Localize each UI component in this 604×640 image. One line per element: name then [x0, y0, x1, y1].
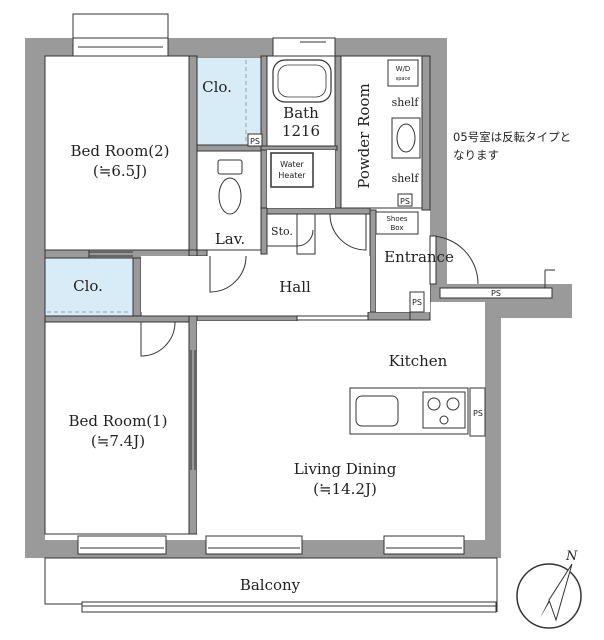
- closet-left-label: Clo.: [73, 277, 103, 295]
- bed-room-1-area: (≒7.4J): [91, 432, 145, 450]
- bathtub: [272, 59, 332, 103]
- north-compass: N: [516, 549, 582, 629]
- water-heater-label-2: Heater: [278, 171, 306, 180]
- powder-room-label: Powder Room: [355, 83, 373, 188]
- storage-label: Sto.: [271, 225, 293, 238]
- bed-room-1-label: Bed Room(1): [68, 412, 167, 430]
- bed-room-2-floor: [45, 56, 189, 250]
- kitchen-counter: [349, 387, 469, 435]
- window-top: [72, 13, 169, 43]
- bed-room-1-floor: [45, 322, 189, 534]
- balcony-label: Balcony: [240, 576, 301, 594]
- hall-floor: [141, 256, 370, 312]
- bed-room-2-area: (≒6.5J): [93, 162, 147, 180]
- north-label: N: [565, 549, 578, 564]
- wd-space-box: [387, 59, 419, 87]
- ps-corridor-label: PS: [491, 289, 501, 298]
- storage-room: [266, 213, 298, 247]
- living-dining-area: (≒14.2J): [313, 480, 377, 498]
- water-heater-box: [270, 152, 314, 188]
- bath-size-label: 1216: [282, 122, 320, 140]
- toilet: [217, 159, 243, 215]
- shoes-box-label-2: Box: [390, 224, 403, 232]
- living-dining-label: Living Dining: [294, 460, 397, 478]
- bottom-windows: [77, 535, 465, 555]
- corridor-ps: [439, 287, 553, 299]
- sliding-doors: [89, 251, 368, 470]
- wd-label-2: space: [396, 76, 411, 82]
- note-line-1: 05号室は反転タイプと: [453, 130, 571, 144]
- shoes-box: [375, 211, 419, 235]
- shelf-lower-label: shelf: [392, 172, 420, 185]
- bed-room-2-label: Bed Room(2): [70, 142, 169, 160]
- door-swings: [88, 213, 367, 357]
- ps-entrance-label: PS: [412, 298, 422, 307]
- balcony: [44, 557, 498, 605]
- hall-label: Hall: [279, 278, 311, 296]
- water-heater-label-1: Water: [280, 160, 304, 169]
- ps-bath-label: PS: [250, 137, 260, 146]
- ps-kitchen-label: PS: [473, 409, 483, 418]
- bath-label: Bath: [283, 104, 319, 122]
- closet-top-label: Clo.: [202, 78, 232, 96]
- wd-label-1: W/D: [396, 65, 411, 73]
- entrance-label: Entrance: [384, 248, 454, 266]
- note-line-2: なります: [453, 148, 499, 162]
- ps-powder-label: PS: [400, 197, 410, 206]
- shoes-box-label-1: Shoes: [386, 215, 407, 223]
- shelf-upper-label: shelf: [392, 96, 420, 109]
- lavatory-label: Lav.: [215, 230, 245, 248]
- kitchen-label: Kitchen: [389, 352, 448, 370]
